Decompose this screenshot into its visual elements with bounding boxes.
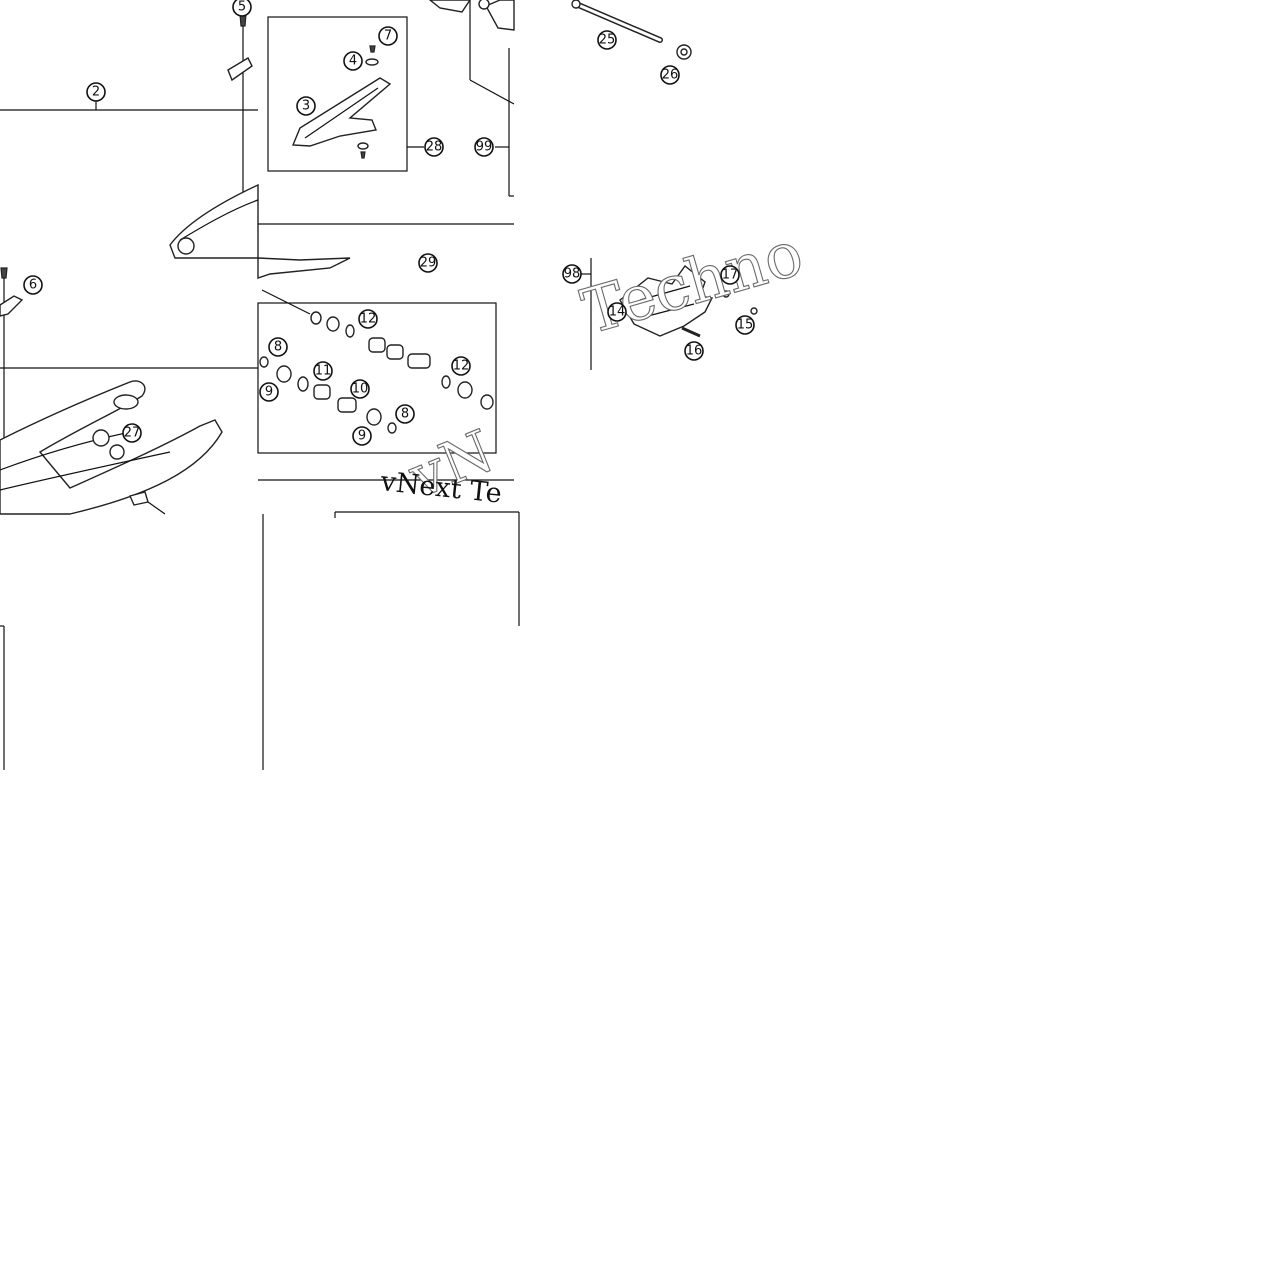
- callout-17: 17: [720, 265, 740, 285]
- chain-guide-part: [227, 57, 253, 82]
- svg-text:3: 3: [302, 99, 310, 114]
- tile-chain-guide: [581, 258, 758, 370]
- callout-15: 15: [735, 315, 755, 335]
- svg-text:29: 29: [420, 256, 437, 271]
- svg-text:2: 2: [92, 85, 100, 100]
- bearing-kit-frame: [257, 302, 497, 454]
- svg-text:25: 25: [599, 33, 616, 48]
- tile-linkage-bearings: [0, 257, 520, 770]
- svg-text:10: 10: [352, 382, 369, 397]
- svg-text:98: 98: [564, 267, 581, 282]
- callout-27: 27: [122, 423, 142, 443]
- bearing-part: [92, 429, 110, 447]
- callout-28: 28: [424, 137, 444, 157]
- callout-4: 4: [343, 51, 363, 71]
- svg-text:28: 28: [426, 140, 443, 155]
- svg-text:9: 9: [358, 429, 366, 444]
- svg-text:8: 8: [274, 340, 282, 355]
- svg-text:9: 9: [265, 385, 273, 400]
- callout-2: 2: [86, 82, 106, 102]
- svg-text:12: 12: [360, 312, 377, 327]
- callout-99: 99: [474, 137, 494, 157]
- tile-axle: [571, 0, 692, 60]
- tile-swingarm-body: [0, 267, 258, 515]
- callout-98: 98: [562, 264, 582, 284]
- callout-8b: 8: [395, 404, 415, 424]
- svg-text:26: 26: [662, 68, 679, 83]
- svg-text:99: 99: [476, 140, 493, 155]
- top-parts-fragment: [428, 0, 471, 13]
- svg-text:17: 17: [722, 268, 739, 283]
- svg-text:27: 27: [124, 426, 141, 441]
- watermark-techno: Techno: [574, 216, 811, 348]
- callout-6: 6: [23, 275, 43, 295]
- callouts: 2 3 4 5 6 7 8 8 9 9 10 11 12 12 14 15 16…: [23, 0, 755, 446]
- svg-text:8: 8: [401, 407, 409, 422]
- chain-slider-frame: [267, 16, 408, 172]
- svg-text:4: 4: [349, 54, 357, 69]
- callout-8a: 8: [268, 337, 288, 357]
- callout-11: 11: [313, 361, 333, 381]
- chain-slide-part: [0, 295, 24, 317]
- callout-5: 5: [232, 0, 252, 17]
- callout-16: 16: [684, 341, 704, 361]
- svg-text:15: 15: [737, 318, 754, 333]
- swingarm-body-part: [0, 380, 223, 515]
- svg-text:7: 7: [384, 29, 392, 44]
- callout-9a: 9: [259, 382, 279, 402]
- svg-text:16: 16: [686, 344, 703, 359]
- callout-29: 29: [418, 253, 438, 273]
- svg-text:14: 14: [609, 305, 626, 320]
- callout-3: 3: [296, 96, 316, 116]
- guide-bolt-part: [681, 326, 701, 338]
- svg-text:11: 11: [315, 364, 332, 379]
- callout-10: 10: [350, 379, 370, 399]
- callout-14: 14: [607, 302, 627, 322]
- callout-9b: 9: [352, 426, 372, 446]
- lower-bearing-row: [259, 356, 397, 434]
- tile-swingarm-upper: [0, 13, 259, 259]
- svg-text:5: 5: [238, 0, 246, 15]
- svg-text:6: 6: [29, 278, 37, 293]
- watermarks: Techno vN vNext Te: [378, 216, 811, 512]
- tile-chain-slider: [258, 0, 515, 225]
- callout-26: 26: [660, 65, 680, 85]
- upper-bearing-row: [310, 311, 494, 410]
- callout-7: 7: [378, 26, 398, 46]
- callout-25: 25: [597, 30, 617, 50]
- svg-text:12: 12: [453, 359, 470, 374]
- callout-12b: 12: [451, 356, 471, 376]
- callout-12a: 12: [358, 309, 378, 329]
- chain-guide-block-part: [619, 264, 714, 337]
